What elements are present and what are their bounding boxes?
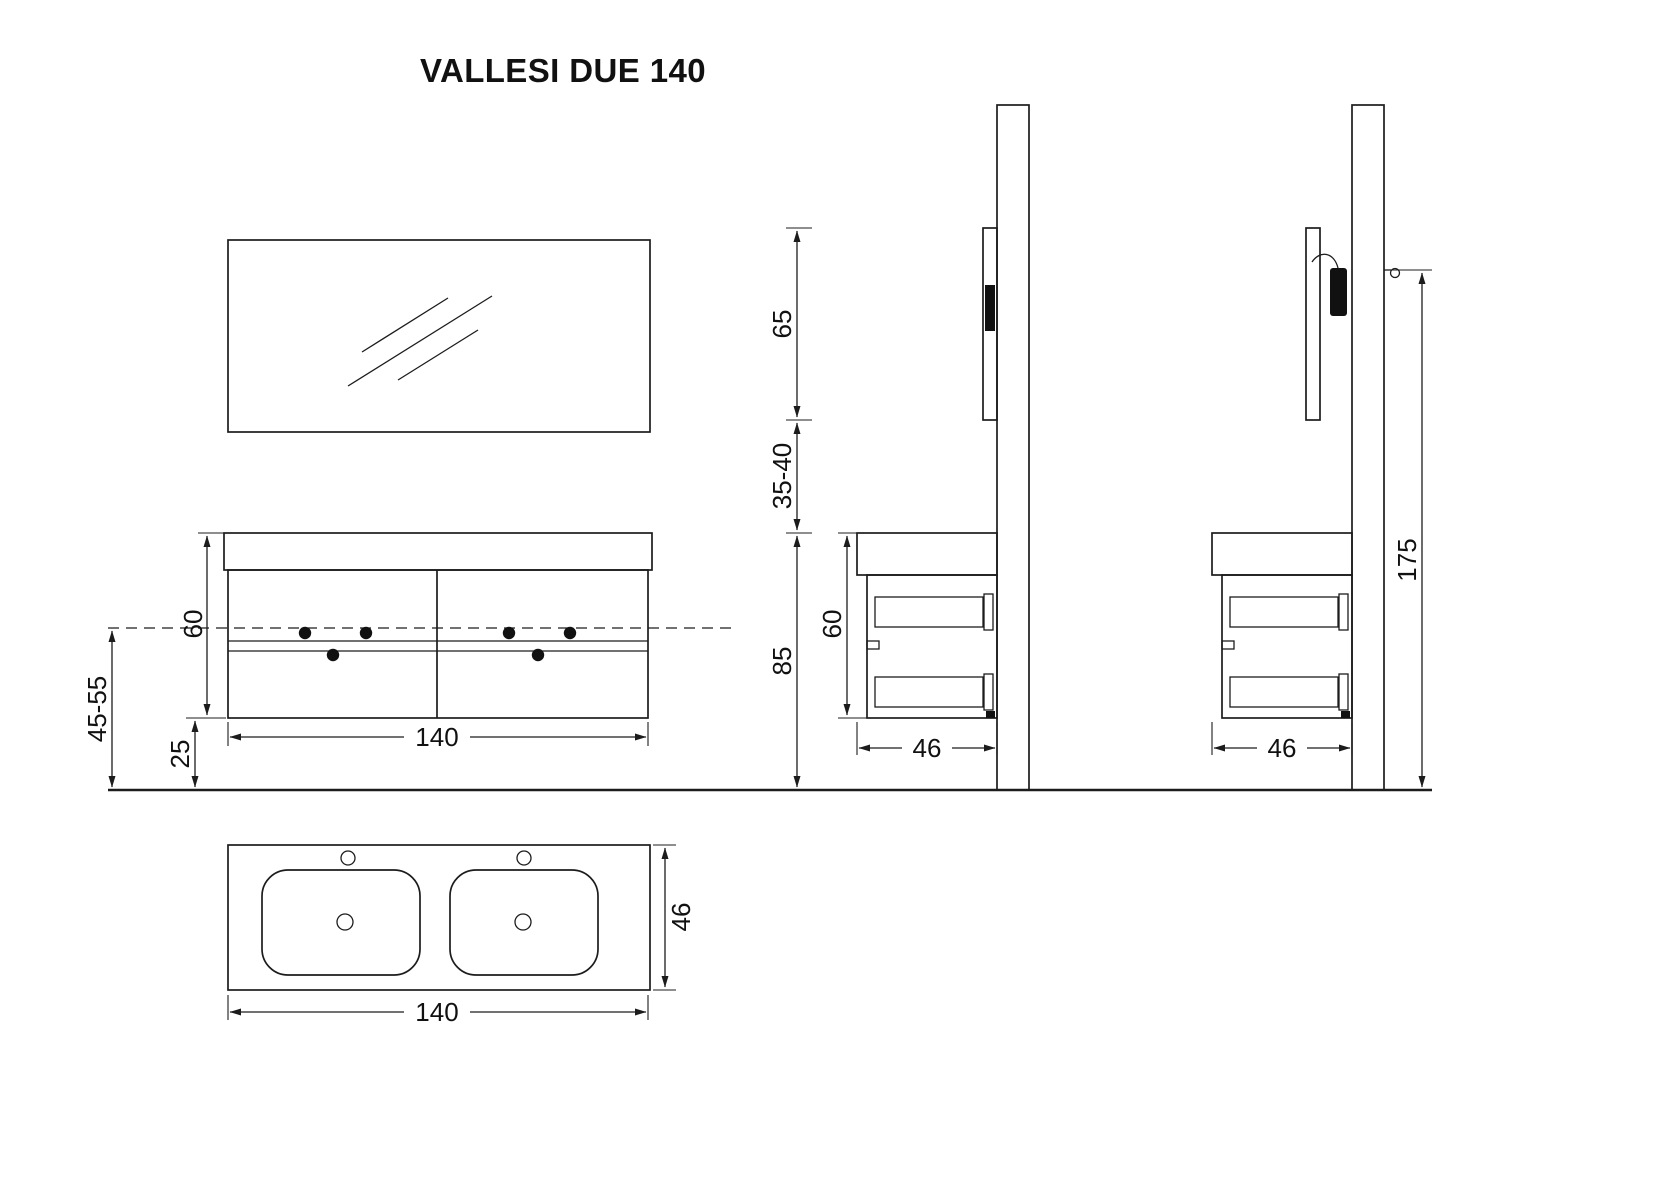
plan-view	[227, 844, 651, 991]
dim-label-mirror-gap: 35-40	[767, 443, 797, 510]
wall-panel-right	[1351, 104, 1385, 791]
mirror-glass-hatch	[347, 295, 493, 387]
drawer-seams	[228, 640, 648, 652]
countertop-plan	[227, 844, 651, 991]
mirror-front	[227, 239, 651, 433]
basin-top-side-right	[1211, 532, 1353, 576]
dim-plan-width: 140	[227, 995, 649, 1027]
dim-front-clearance: 25	[165, 720, 199, 788]
dim-label-front-width: 140	[415, 722, 458, 752]
dim-front-cabinet-height: 60	[178, 532, 226, 719]
dim-side-chain: 65 35-40 85	[767, 227, 812, 788]
dim-side-depth-right: 46	[1211, 722, 1353, 763]
cabinet-body-front	[227, 569, 649, 719]
dim-label-front-rim-height: 45-55	[82, 676, 112, 743]
dim-label-side-cabinet-height: 60	[817, 610, 847, 639]
dim-label-depth-right: 46	[1268, 733, 1297, 763]
mirror-side-right	[1305, 227, 1321, 421]
lamp-side-right	[1330, 268, 1347, 316]
dim-plan-depth: 46	[653, 844, 696, 991]
drawing-title: VALLESI DUE 140	[420, 52, 706, 89]
cabinet-bracket-right	[1341, 711, 1350, 718]
dim-front-width: 140	[227, 722, 649, 752]
drawers-side-right	[1221, 593, 1349, 711]
side-view-left	[856, 104, 1030, 791]
wall-hook	[1384, 267, 1401, 279]
basin-left-plan	[261, 869, 421, 976]
side-view-right	[1211, 104, 1401, 791]
dim-label-front-cabinet-height: 60	[178, 610, 208, 639]
dim-label-depth-left: 46	[913, 733, 942, 763]
dim-label-plan-depth: 46	[666, 903, 696, 932]
lamp-arm-right	[1311, 253, 1339, 269]
dim-front-rim-height: 45-55	[82, 630, 116, 788]
drawers-side-left	[866, 593, 994, 711]
dim-side-cabinet-height: 60	[817, 532, 870, 719]
faucet-holes	[340, 850, 532, 866]
wall-panel-left	[996, 104, 1030, 791]
handle-knobs	[298, 626, 577, 662]
lamp-side-left	[985, 285, 995, 331]
front-view	[108, 239, 737, 719]
cabinet-bracket-left	[986, 711, 995, 718]
dim-label-top-height: 85	[767, 647, 797, 676]
basin-right-plan	[449, 869, 599, 976]
dim-label-mirror-height: 65	[767, 310, 797, 339]
mirror-side-left	[982, 227, 998, 421]
dim-label-front-clearance: 25	[165, 740, 195, 769]
dim-label-total-height: 175	[1392, 538, 1422, 581]
drain-holes	[336, 913, 532, 931]
dim-total-height: 175	[1390, 269, 1432, 788]
basin-top-side-left	[856, 532, 998, 576]
dim-side-depth-left: 46	[856, 722, 998, 763]
basin-top-front	[223, 532, 653, 571]
dim-label-plan-width: 140	[415, 997, 458, 1027]
